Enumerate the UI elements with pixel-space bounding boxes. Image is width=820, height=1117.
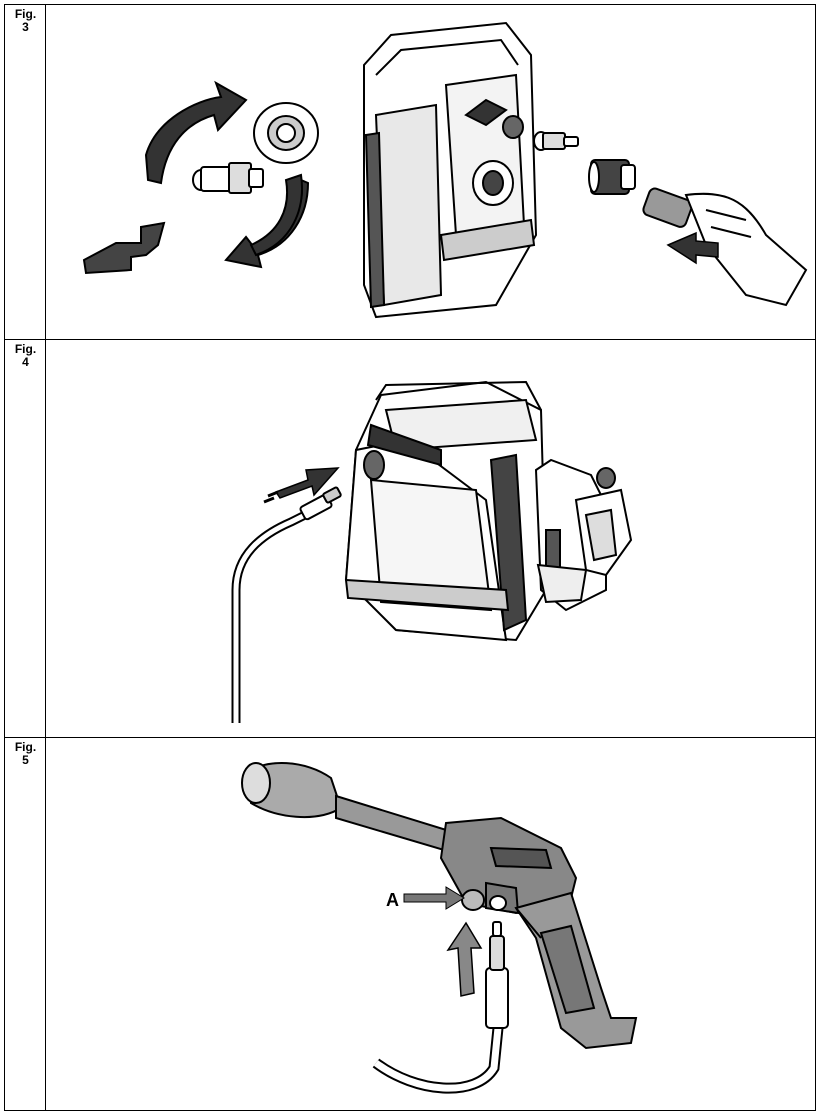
hose-adapter xyxy=(192,162,264,194)
callout-a: A xyxy=(386,886,465,910)
figure-row-4: Fig. 4 xyxy=(5,340,815,738)
figure-label-cell: Fig. 3 xyxy=(5,5,46,339)
figure-number: 4 xyxy=(22,355,29,369)
figure-image-cell: A xyxy=(46,738,815,1110)
figure-word: Fig. xyxy=(14,7,37,21)
figure-label: Fig. 3 xyxy=(5,8,46,34)
insert-arrow xyxy=(666,231,719,265)
figure-number: 3 xyxy=(22,20,29,34)
insert-arrow xyxy=(446,921,483,997)
figure-image-cell xyxy=(46,5,815,339)
fig5-illustration: A xyxy=(241,762,638,1094)
insert-arrow xyxy=(263,467,340,504)
fig3-illustration xyxy=(82,21,808,319)
push-arrow xyxy=(82,221,166,275)
fig4-illustration xyxy=(231,380,633,723)
figure-label-cell: Fig. 5 xyxy=(5,738,46,1110)
spray-lance xyxy=(241,762,458,855)
figure-label-cell: Fig. 4 xyxy=(5,340,46,737)
garden-hose-in-hand xyxy=(642,187,808,307)
figure-row-5: Fig. 5 xyxy=(5,738,815,1110)
quick-connector xyxy=(588,159,636,195)
high-pressure-hose xyxy=(372,921,509,1094)
figure-image-cell xyxy=(46,340,815,737)
pressure-washer-body xyxy=(344,380,548,642)
figure-label: Fig. 4 xyxy=(5,343,46,369)
figure-table: Fig. 3 xyxy=(4,4,816,1111)
coupling-ring xyxy=(253,102,319,164)
figure-word: Fig. xyxy=(14,342,37,356)
hose-fitting xyxy=(299,486,342,521)
callout-label: A xyxy=(386,890,399,910)
hose-inlet xyxy=(461,889,507,911)
figure-word: Fig. xyxy=(14,740,37,754)
pressure-washer-body xyxy=(363,21,538,319)
inlet-fitting xyxy=(533,131,579,151)
figure-number: 5 xyxy=(22,753,29,767)
figure-row-3: Fig. 3 xyxy=(5,5,815,340)
figure-label: Fig. 5 xyxy=(5,741,46,767)
gun-holder xyxy=(534,458,633,612)
rotation-arrows xyxy=(144,80,310,269)
high-pressure-hose xyxy=(231,507,314,723)
